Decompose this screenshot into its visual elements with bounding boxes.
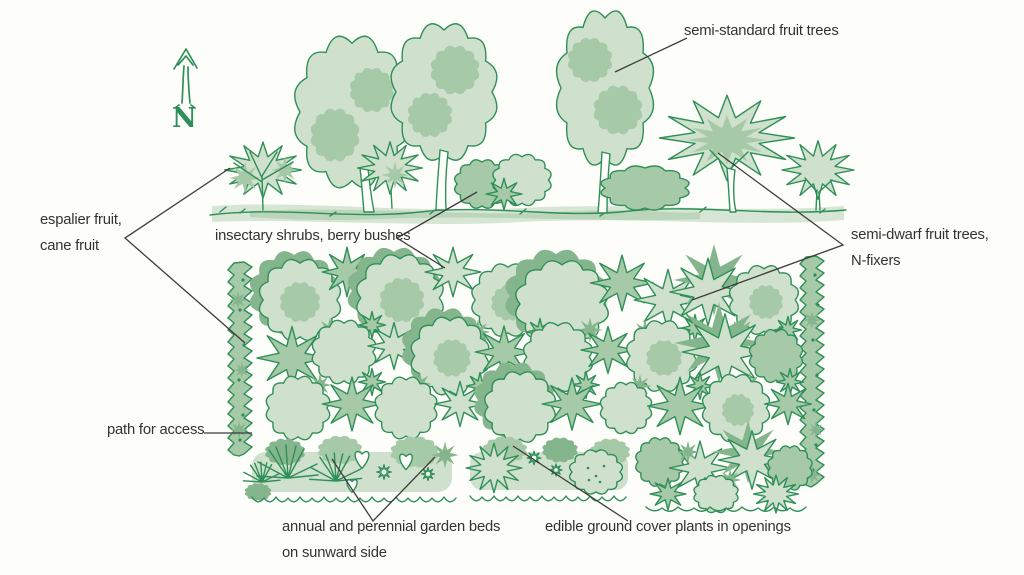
pointer-insectary [395,191,478,269]
shrub-mid [357,141,423,209]
tree-small-right [781,140,855,211]
label-espalier-line1: espalier fruit, [40,212,122,228]
tree-semi-standard-2 [390,22,498,211]
shrubs-insectary [454,153,552,211]
pointer-semi-standard [614,37,688,73]
pointer-ground-cover [512,445,629,522]
hedge-left-espalier [227,261,253,457]
ground-cover-block [635,420,813,514]
pointer-lines [123,37,845,523]
label-garden-beds-line1: annual and perennial garden beds [282,519,501,535]
shrub-low-wide [600,165,690,211]
label-garden-beds: annual and perennial garden beds on sunw… [282,514,500,566]
elevation-view [209,9,855,224]
label-insectary-shrubs: insectary shrubs, berry bushes [215,228,411,244]
north-arrow-icon [173,48,198,109]
label-semi-standard-fruit-trees: semi-standard fruit trees [684,23,839,39]
pointer-semi-dwarf [691,152,845,301]
garden-bed-2 [465,436,630,502]
plan-view [227,244,825,514]
label-semi-dwarf-n-fixers: semi-dwarf fruit trees, N-fixers [851,222,989,274]
pointer-espalier [123,167,246,344]
label-ground-cover: edible ground cover plants in openings [545,519,791,535]
tree-small-espalier [224,141,302,211]
label-semi-dwarf-line1: semi-dwarf fruit trees, [851,227,989,243]
label-path-for-access: path for access [107,422,205,438]
compass-north-letter: N [172,103,197,134]
label-garden-beds-line2: on sunward side [282,545,387,561]
label-espalier-cane-fruit: espalier fruit, cane fruit [40,207,122,259]
pointer-garden-beds [331,456,436,523]
garden-bed-1 [242,435,459,503]
label-semi-dwarf-line2: N-fixers [851,253,901,269]
label-espalier-line2: cane fruit [40,238,99,254]
